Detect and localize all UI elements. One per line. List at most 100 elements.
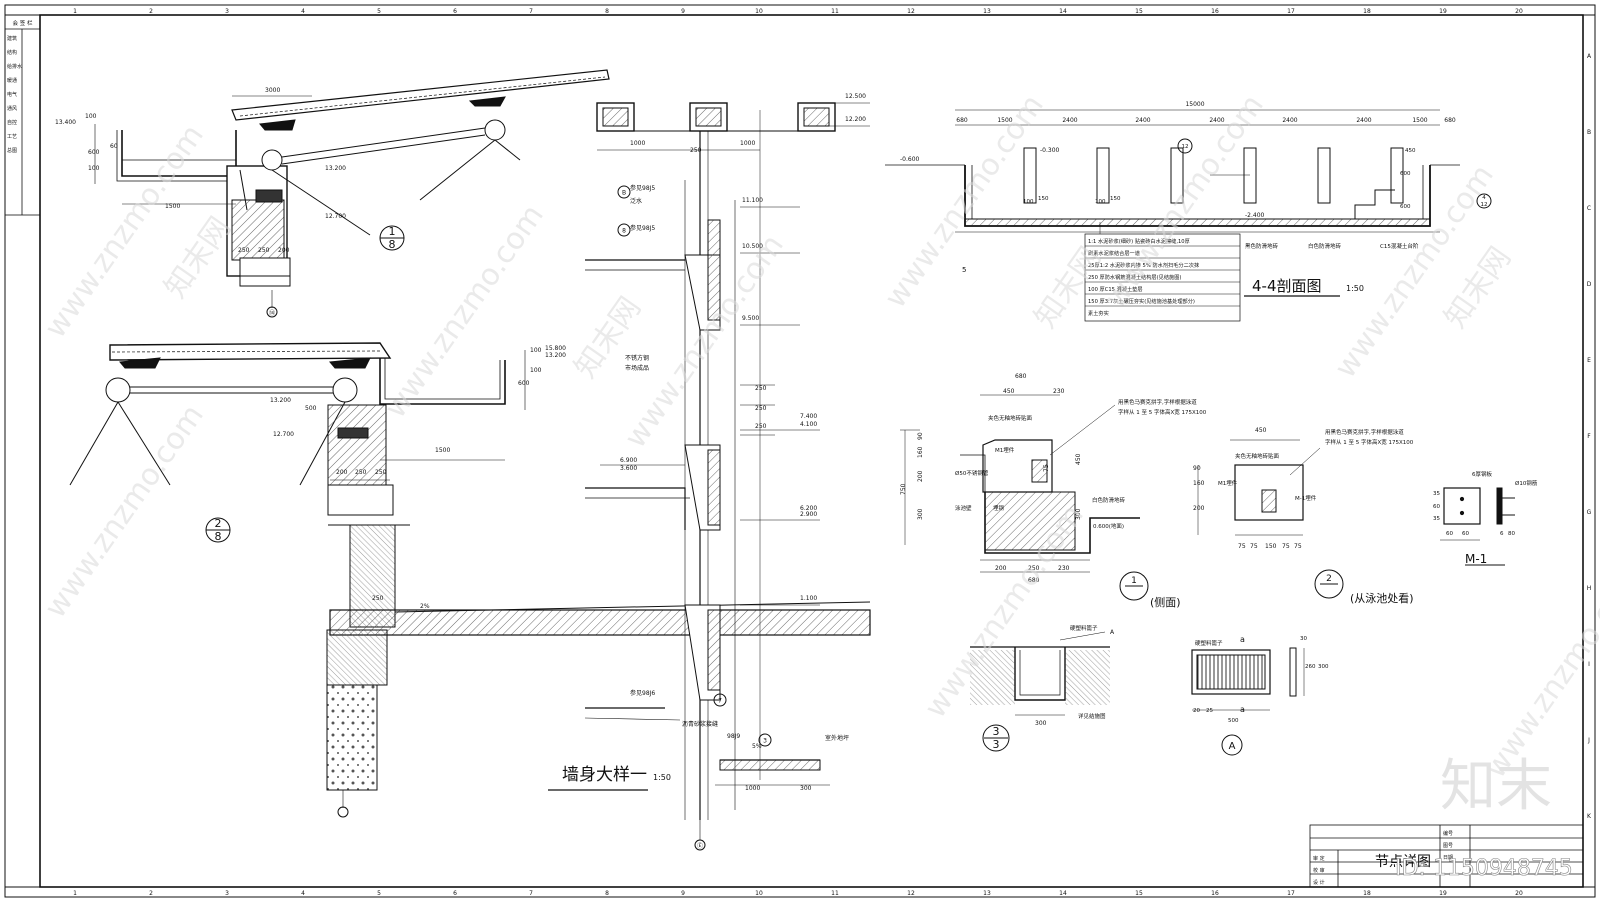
section-4-4-side-dim: 450 bbox=[1405, 148, 1416, 154]
detail-2-8-dim: 1500 bbox=[435, 447, 450, 454]
detail-side-note: 夹色无釉地砖贴面 bbox=[988, 414, 1033, 422]
title-block-row-label: 校 审 bbox=[1313, 867, 1325, 874]
detail-2-8-marker-top: 2 bbox=[215, 517, 222, 530]
grid-column-label: 8 bbox=[605, 890, 609, 897]
wall-section-marker bbox=[758, 733, 772, 747]
grid-column-label: 3 bbox=[225, 8, 229, 15]
title-block-drawing-name: 节点详图 bbox=[1375, 854, 1431, 870]
grid-column-label: 18 bbox=[1363, 890, 1371, 897]
grid-column-labels: 1122334455667788991010111112121313141415… bbox=[73, 8, 1523, 897]
detail-2-8-marker: 2 8 bbox=[205, 517, 231, 543]
wall-section-elevation: 6.900 bbox=[620, 457, 637, 464]
detail-front-dim: 90 bbox=[1193, 465, 1201, 472]
detail-front-note: 用黑色马赛克拼字,字样根据泳道 bbox=[1325, 428, 1404, 436]
wall-section-dim: 300 bbox=[800, 785, 812, 792]
discipline-label: 建筑 bbox=[7, 35, 17, 42]
wall-section-dim: 1000 bbox=[745, 785, 760, 792]
detail-side-dim: 450 bbox=[1003, 388, 1015, 395]
wall-section-dim: 250 bbox=[755, 423, 767, 430]
detail-1-8-dim: 100 bbox=[85, 113, 97, 120]
grid-row-label: H bbox=[1587, 585, 1592, 592]
detail-front-dim: 75 bbox=[1250, 543, 1258, 550]
detail-2-8-dim: 13.200 bbox=[270, 397, 291, 404]
detail-2-8-dim: 250 bbox=[372, 595, 384, 602]
wall-section-marker-label: 7 bbox=[718, 698, 722, 705]
wall-section-marker bbox=[617, 185, 631, 199]
section-4-4-side-dim: 600 bbox=[1400, 204, 1411, 210]
wall-section-note: 不锈方钢 bbox=[625, 354, 649, 362]
detail-2-8-dim: 100 bbox=[530, 347, 542, 354]
section-4-4-total-width: 15000 bbox=[1185, 101, 1204, 108]
wall-section-elevation: 2.900 bbox=[800, 511, 817, 518]
detail-2-8-dim: 15.800 bbox=[545, 345, 566, 352]
title-block-field-label: 日期 bbox=[1443, 855, 1453, 861]
detail-side-dim: 250 bbox=[1028, 565, 1040, 572]
detail-2-8-marker-bottom: 8 bbox=[215, 530, 222, 543]
detail-side-dim: 450 bbox=[1075, 453, 1082, 465]
detail-a-dim: 25 bbox=[1206, 708, 1213, 714]
discipline-label: 工艺 bbox=[7, 134, 17, 140]
wall-section-dim: 1000 bbox=[740, 140, 755, 147]
wall-section-elevation: 6.200 bbox=[800, 505, 817, 512]
grid-column-label: 6 bbox=[453, 8, 457, 15]
grid-column-label: 5 bbox=[377, 890, 381, 897]
detail-front-note: M1埋件 bbox=[1218, 479, 1238, 487]
title-block-field-label: 编号 bbox=[1443, 830, 1453, 837]
grid-column-label: 20 bbox=[1515, 890, 1523, 897]
detail-side-dim: 750 bbox=[900, 483, 907, 495]
detail-1-8-marker-top: 1 bbox=[389, 225, 396, 238]
detail-1-8-dim: 100 bbox=[88, 165, 100, 172]
grid-column-label: 11 bbox=[831, 8, 839, 15]
detail-m1-dim: 60 bbox=[1433, 504, 1440, 510]
detail-m1-dim: 60 bbox=[1446, 531, 1453, 537]
wall-section-elevation: 12.200 bbox=[845, 116, 866, 123]
grid-column-label: 14 bbox=[1059, 890, 1067, 897]
wall-section-note: 参见98J5 bbox=[630, 224, 655, 232]
wall-section-note: 泛水 bbox=[630, 197, 642, 205]
detail-3-3-note: 硬塑料篦子 bbox=[1070, 624, 1098, 632]
detail-1-8-dim: 60 bbox=[110, 143, 118, 150]
grid-column-label: 18 bbox=[1363, 8, 1371, 15]
detail-side-dim: 680 bbox=[1028, 577, 1040, 584]
section-4-4-side-dim: 100 bbox=[1023, 199, 1034, 205]
sheet-border bbox=[4, 4, 1596, 898]
title-block bbox=[1309, 824, 1584, 888]
detail-m1-dim: 35 bbox=[1433, 491, 1440, 497]
grid-column-label: 19 bbox=[1439, 890, 1447, 897]
detail-side-note: 字样从 1 至 5 字体高X宽 175X100 bbox=[1118, 408, 1207, 416]
detail-side-marker: 1 bbox=[1131, 576, 1137, 586]
grid-column-label: 1 bbox=[73, 890, 77, 897]
section-4-4-dim: 680 bbox=[956, 117, 968, 124]
section-4-4-side-dim: 150 bbox=[1038, 196, 1049, 202]
detail-front-note: 字样从 1 至 5 字体高X宽 175X100 bbox=[1325, 438, 1414, 446]
detail-2-8-dim: 12.700 bbox=[273, 431, 294, 438]
section-4-4-dim: 1500 bbox=[997, 117, 1012, 124]
grid-row-label: G bbox=[1587, 509, 1592, 516]
grid-row-label: I bbox=[1588, 661, 1590, 668]
grid-row-label: E bbox=[1587, 357, 1591, 364]
section-4-4-level: -2.400 bbox=[1245, 212, 1265, 219]
detail-a-note: 硬塑料篦子 bbox=[1195, 639, 1223, 647]
section-4-4-layer: 100 厚C15 混凝土垫层 bbox=[1088, 285, 1143, 293]
detail-3-3-marker-top: 3 bbox=[993, 725, 1000, 738]
detail-side-dim: 75 bbox=[1043, 464, 1050, 472]
detail-1-8-dim: 13.400 bbox=[55, 119, 76, 126]
grid-row-label: B bbox=[1587, 129, 1591, 136]
grid-row-label: F bbox=[1587, 433, 1591, 440]
wall-section-elevation: 4.100 bbox=[800, 421, 817, 428]
detail-1-8-axis: ⑭ bbox=[269, 309, 275, 317]
detail-2-8-dim: 13.200 bbox=[545, 352, 566, 359]
detail-2-8-dim: 500 bbox=[305, 405, 317, 412]
wall-section-elevation: 9.500 bbox=[742, 315, 759, 322]
section-4-4-dim: 1500 bbox=[1412, 117, 1427, 124]
title-block-field-label: 图号 bbox=[1443, 843, 1453, 849]
section-4-4-marker: 4 bbox=[1482, 195, 1486, 201]
grid-column-label: 2 bbox=[149, 890, 153, 897]
detail-2-8-dim: 2% bbox=[420, 603, 430, 610]
detail-front-marker: 2 bbox=[1326, 574, 1332, 584]
detail-side-dim: 230 bbox=[1058, 565, 1070, 572]
